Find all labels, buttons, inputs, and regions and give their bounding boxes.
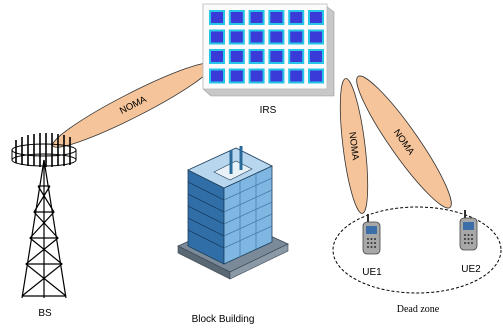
irs-element — [308, 68, 324, 84]
dead-zone-label: Dead zone — [397, 304, 440, 315]
ue2-phone-icon — [459, 210, 478, 251]
irs-element — [209, 10, 225, 25]
dead-zone-boundary — [332, 206, 502, 294]
beam-bs-irs: NOMA — [52, 62, 214, 148]
block-building — [177, 146, 289, 280]
irs-element — [228, 29, 245, 45]
building-label: Block Building — [192, 314, 255, 325]
irs-element — [308, 10, 324, 25]
irs-element — [308, 29, 324, 45]
ue2-label: UE2 — [461, 264, 481, 275]
beam-irs-ue2: NOMA — [356, 75, 452, 209]
base-station-tower — [11, 133, 77, 299]
ue1-label: UE1 — [362, 267, 382, 278]
irs-element — [308, 49, 324, 64]
irs-element — [288, 49, 305, 64]
irs-element — [209, 68, 225, 84]
irs-element — [209, 49, 225, 64]
irs-element — [268, 49, 285, 64]
irs-label: IRS — [260, 105, 277, 116]
irs-element — [288, 68, 305, 84]
ue1-phone-icon — [362, 214, 381, 255]
bs-label: BS — [38, 308, 52, 319]
irs-element — [268, 68, 285, 84]
irs-element — [209, 29, 225, 45]
beam-irs-ue1-label: NOMA — [346, 131, 360, 161]
beam-irs-ue1: NOMA — [339, 78, 369, 214]
irs-element — [248, 29, 265, 45]
irs-element — [228, 68, 245, 84]
irs-element — [288, 10, 305, 25]
irs-element-grid — [209, 10, 324, 84]
irs-element — [248, 10, 265, 25]
irs-element — [268, 29, 285, 45]
irs-element — [288, 29, 305, 45]
irs-element — [248, 68, 265, 84]
irs-element — [228, 10, 245, 25]
irs-element — [268, 10, 285, 25]
irs-element — [248, 49, 265, 64]
irs-element — [228, 49, 245, 64]
irs-panel — [202, 3, 335, 97]
